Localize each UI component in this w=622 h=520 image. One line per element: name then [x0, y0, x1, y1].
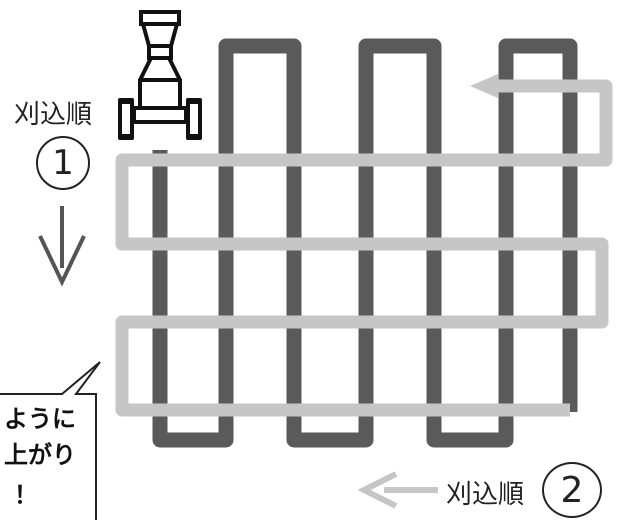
order-1-number-circle: 1 — [36, 136, 90, 190]
bubble-line-2: 上がり — [4, 441, 76, 469]
arrow-down-icon — [38, 206, 86, 287]
order-1-label: 刈込順 — [14, 100, 93, 130]
order-2-label: 刈込順 — [446, 480, 525, 510]
arrow-left-icon — [357, 471, 438, 509]
speech-bubble — [0, 361, 101, 520]
order-1-number: 1 — [52, 143, 74, 183]
order-2-number: 2 — [560, 469, 584, 511]
order-2-number-circle: 2 — [542, 462, 602, 518]
bubble-line-1: ように — [4, 405, 76, 433]
mowing-pass-2-path — [115, 79, 613, 417]
bubble-line-3: ！ — [14, 481, 38, 509]
reel-mower-icon — [118, 10, 202, 140]
pass-2-end-arrowhead — [470, 74, 498, 98]
